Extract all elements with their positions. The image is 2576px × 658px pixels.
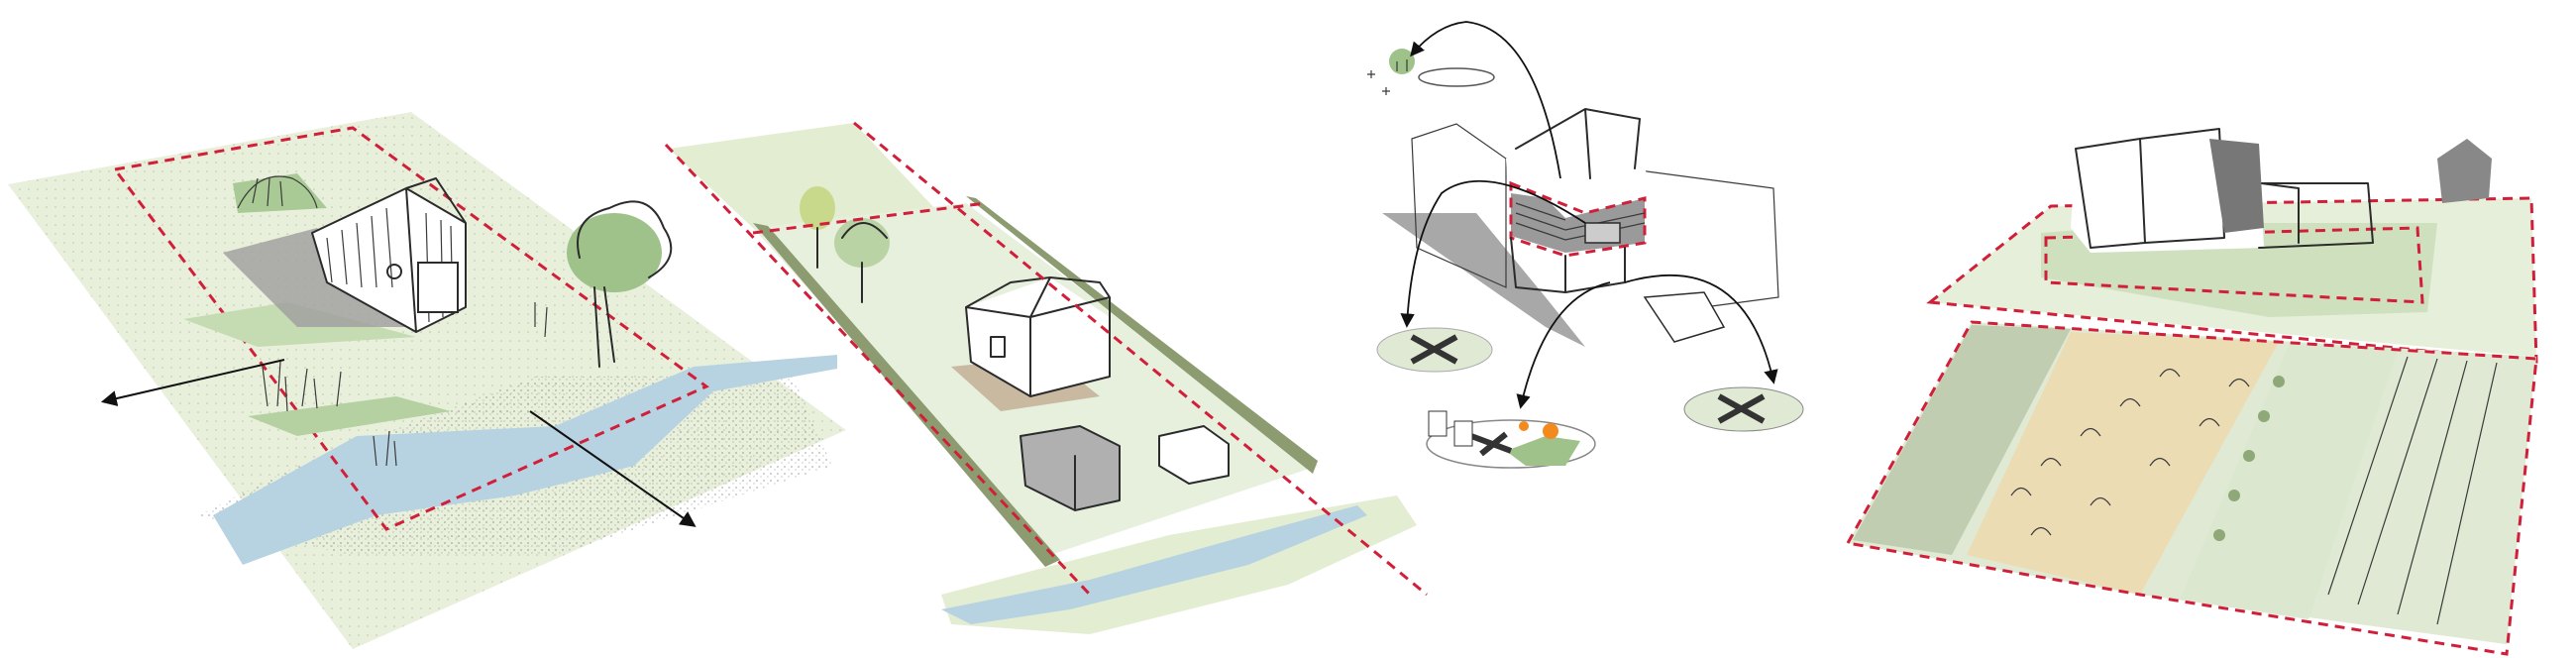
field-strip-light: [2180, 345, 2398, 619]
flow-arrow-southeast: [529, 410, 697, 527]
boundary-dashed: [664, 143, 1092, 597]
building-shadow: [1382, 213, 1585, 347]
panel-long-plot: [664, 121, 1428, 634]
relocated-garden-top: [1367, 49, 1495, 95]
relocation-patch-left: [1376, 327, 1493, 373]
plot-wall-right: [966, 196, 1318, 474]
relocation-arrow-left: [1400, 179, 1586, 328]
reed-sketch: [262, 302, 548, 467]
neighbour-outline: [1411, 123, 1779, 308]
river: [213, 355, 837, 565]
field-strip-green: [1853, 325, 2071, 555]
tree: [800, 186, 890, 303]
flow-arrow-west: [100, 359, 285, 406]
garden-shed: [2437, 139, 2492, 203]
relocation-arrow-right: [1624, 274, 1778, 384]
tree: [567, 200, 673, 368]
field-strip-green-right: [2323, 352, 2531, 644]
relocation-arrow-center: [1516, 281, 1611, 409]
field-boundary-dashed: [1845, 320, 2538, 656]
crop-sketch: [2010, 368, 2250, 536]
shrub-row: [2213, 376, 2285, 541]
boundary-dashed: [112, 126, 709, 531]
shed-sketch: [1020, 425, 1121, 511]
building-sketch: [1506, 108, 1726, 343]
panel-site-river: [8, 112, 846, 649]
river: [941, 505, 1367, 624]
shrub-sketch: [237, 175, 318, 209]
boundary-dashed: [752, 201, 987, 235]
panel-building-relocation: [1367, 21, 1804, 469]
upper-boundary-dashed: [1926, 196, 2538, 364]
house-sketch: [311, 177, 467, 333]
small-shed-sketch: [1158, 425, 1230, 485]
plot-boundary-dashed: [2044, 226, 2424, 304]
relocation-patch-center: [1426, 410, 1596, 469]
house-sketch: [965, 276, 1111, 397]
boundary-dashed: [853, 121, 1428, 597]
panel-allotments: [1845, 128, 2538, 656]
crop-rows: [2327, 356, 2498, 625]
row-houses-sketch: [2071, 128, 2492, 253]
relocation-arrow-top: [1410, 21, 1561, 179]
relocation-patch-right: [1683, 386, 1804, 432]
grass-patch: [248, 396, 451, 436]
deck: [1643, 291, 1726, 343]
